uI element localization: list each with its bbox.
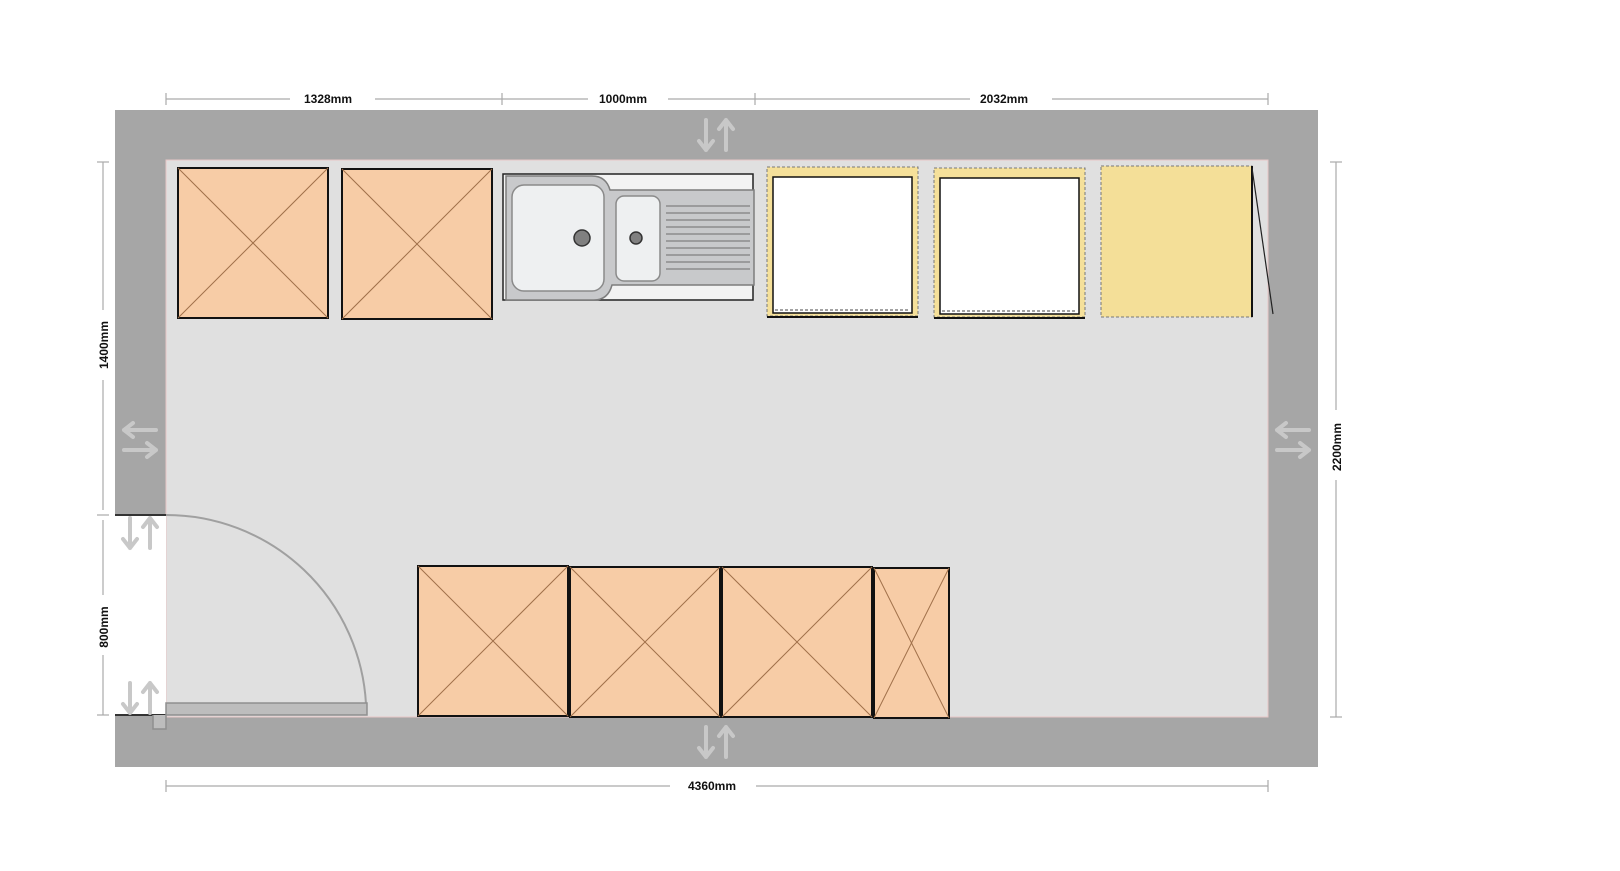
- dimension-label-top-right: 2032mm: [980, 92, 1028, 106]
- narrow-base-cabinet[interactable]: [873, 567, 950, 719]
- base-cabinet[interactable]: [177, 167, 329, 319]
- dimension-label-left-door: 800mm: [97, 606, 111, 647]
- door-leaf: [165, 702, 368, 716]
- dimension-lines: [97, 93, 1342, 792]
- entry-door[interactable]: [152, 513, 368, 730]
- left-wall-upper: [115, 110, 166, 515]
- tall-unit-door-swing: [1251, 167, 1274, 315]
- appliance-housing[interactable]: [933, 167, 1086, 319]
- dimension-label-bottom-total: 4360mm: [688, 779, 736, 793]
- dimension-label-right-total: 2200mm: [1330, 423, 1344, 471]
- main-drain-icon: [573, 229, 591, 247]
- dimension-label-left-upper: 1400mm: [97, 321, 111, 369]
- right-wall: [1268, 110, 1318, 767]
- sink-unit[interactable]: [502, 173, 755, 301]
- half-drain-icon: [629, 231, 643, 245]
- tall-unit[interactable]: [1100, 165, 1274, 318]
- base-cabinet[interactable]: [417, 565, 569, 717]
- dimension-label-top-left: 1328mm: [304, 92, 352, 106]
- appliance-housing[interactable]: [766, 166, 919, 318]
- door-opening: [115, 515, 166, 715]
- main-bowl: [511, 184, 605, 292]
- dimension-label-top-middle: 1000mm: [599, 92, 647, 106]
- walls: [115, 110, 1318, 767]
- door-swing-arc: [165, 513, 367, 705]
- bottom-wall: [115, 717, 1318, 767]
- base-cabinet[interactable]: [721, 566, 873, 718]
- base-cabinet[interactable]: [569, 566, 721, 718]
- top-wall: [115, 110, 1318, 160]
- drainer-grooves: [666, 205, 750, 270]
- base-cabinet[interactable]: [341, 168, 493, 320]
- door-stop: [152, 715, 167, 730]
